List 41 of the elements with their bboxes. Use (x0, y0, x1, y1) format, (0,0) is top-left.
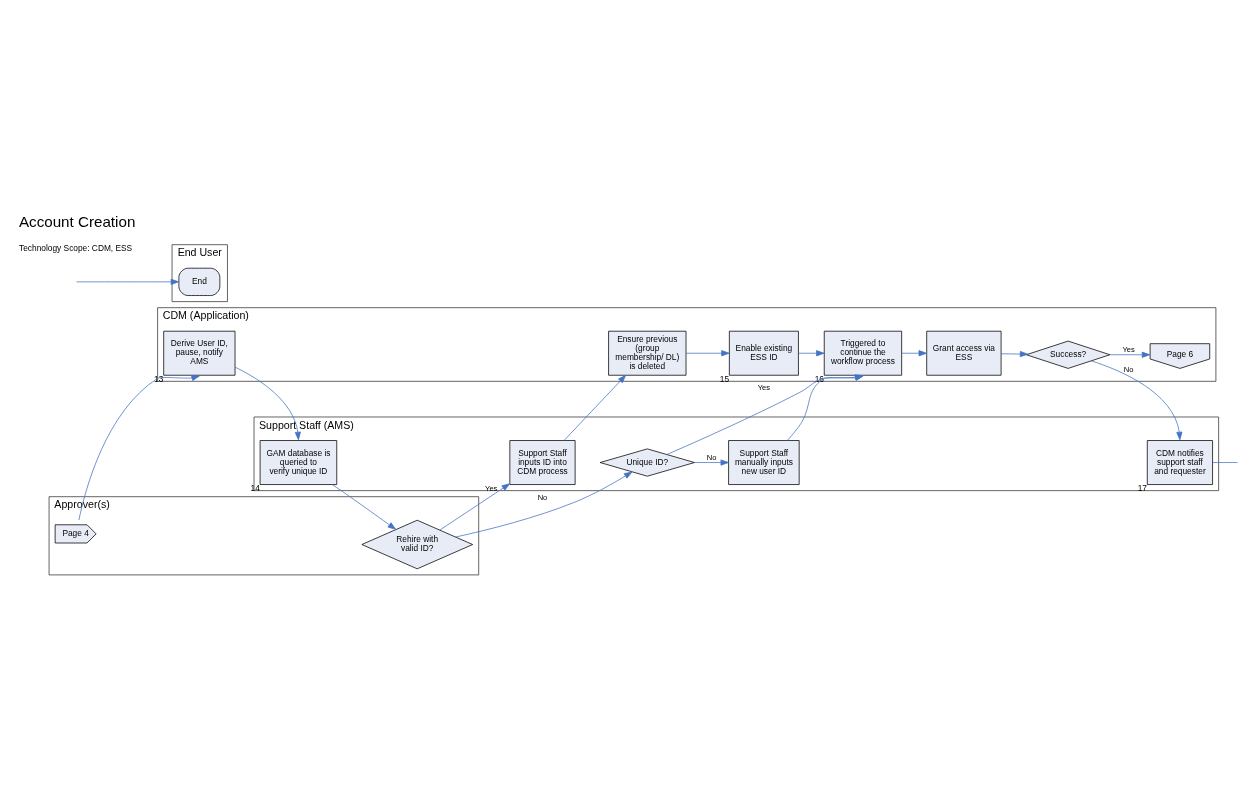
arrow (78, 375, 200, 521)
edge-label: Yes (1122, 345, 1135, 355)
edge-label: Yes (757, 383, 771, 393)
arrow (666, 374, 864, 455)
arrow (1109, 351, 1151, 358)
label: Technology Scope: CDM, ESS (19, 242, 133, 253)
edge-label: No (706, 453, 717, 463)
arrow (1090, 360, 1183, 441)
arrow (332, 484, 396, 530)
node-box: Ensure previous (group membership/ DL) is deleted (608, 330, 687, 376)
node-label: 13 (154, 373, 164, 384)
connector (1212, 462, 1238, 463)
node-box: Grant access via ESS (926, 330, 1002, 376)
arrow (439, 483, 511, 531)
diagram-title: Account Creation (18, 213, 136, 231)
node-diamond: Success? (1025, 340, 1111, 369)
arrow (1000, 351, 1029, 358)
node-box: GAM database is queried to verify unique ID (259, 440, 338, 485)
edge-label: Yes (485, 484, 498, 494)
arrow (234, 366, 301, 441)
node-box: Support Staff inputs ID into CDM process (509, 440, 576, 485)
node-box: CDM notifies support staff and requester (1146, 440, 1213, 485)
node-box: Enable existing ESS ID (728, 330, 799, 376)
arrow (455, 471, 633, 538)
arrow (685, 350, 730, 357)
node-box: Derive User ID, pause, notify AMS (163, 330, 236, 376)
node-label: 16 (814, 373, 824, 384)
arrow (76, 278, 180, 285)
node-box: Triggered to continue the workflow process (823, 330, 903, 376)
arrow (563, 374, 627, 441)
node-box: Support Staff manually inputs new user ID (728, 440, 800, 485)
arrow (787, 374, 864, 441)
node-label: 14 (250, 483, 260, 494)
arrow (694, 459, 729, 466)
edge-label: No (537, 492, 548, 502)
node-box: End (178, 267, 221, 296)
arrow (798, 350, 825, 357)
edge-label: No (1123, 365, 1134, 375)
arrow (901, 350, 927, 357)
node-label: 17 (1137, 483, 1147, 494)
node-label: 15 (719, 373, 730, 384)
